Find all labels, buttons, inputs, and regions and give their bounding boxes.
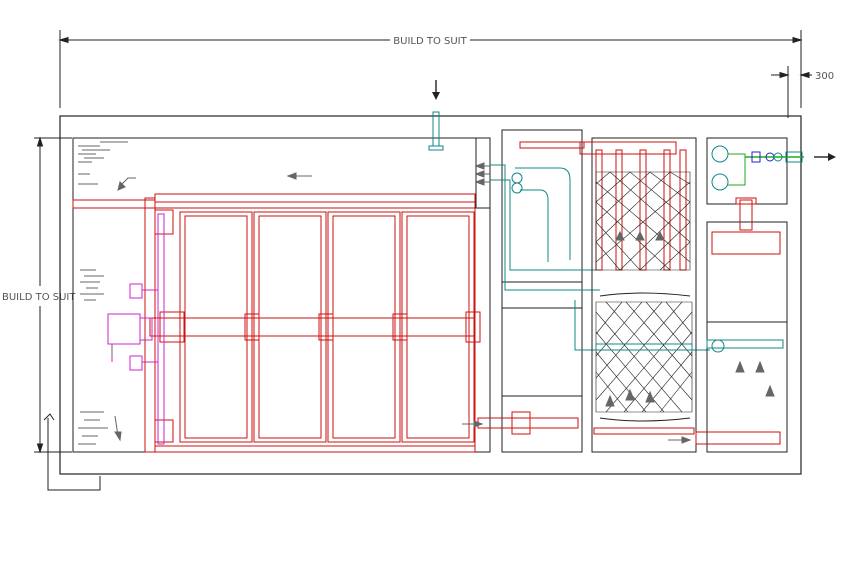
right-section-red: [695, 197, 781, 445]
coil-section-1: [501, 129, 583, 453]
coil-section-2-teal: [595, 343, 693, 351]
break-line: [43, 413, 101, 491]
unit-casing: [59, 115, 802, 475]
top-dimension: [58, 30, 803, 108]
side-dimension: [34, 136, 72, 454]
filter-mesh-lower: [595, 292, 693, 422]
airflow-arrows: [111, 162, 775, 444]
right-section: [706, 137, 788, 453]
side-dimension-label: BUILD TO SUIT: [2, 292, 76, 303]
filter-mesh-upper: [595, 171, 691, 271]
offset-dimension: [771, 66, 812, 118]
fan-section: [72, 137, 491, 453]
outlet-arrow-head: [828, 153, 836, 161]
inlet-arrow-head: [432, 92, 440, 100]
inlet-pipe: [428, 111, 444, 151]
valve-assembly: [711, 145, 804, 191]
offset-dimension-label: 300: [815, 71, 834, 82]
coil-section-2: [591, 137, 697, 453]
right-section-teal: [706, 339, 784, 353]
section-hatching: [78, 141, 128, 445]
top-dimension-label: BUILD TO SUIT: [393, 36, 467, 47]
coil-section-1-red: [477, 141, 585, 435]
heating-coil: [579, 141, 695, 435]
